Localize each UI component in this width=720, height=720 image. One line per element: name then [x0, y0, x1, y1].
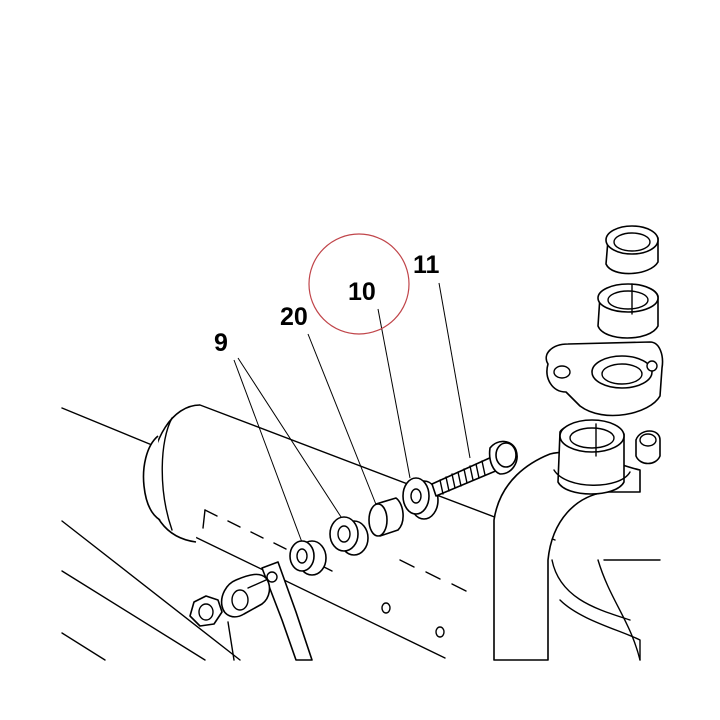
- leader-9-to-washer: [233, 359, 304, 546]
- body-hole-2: [435, 626, 445, 638]
- part-label-11: 11: [413, 251, 440, 279]
- mounting-bracket: [227, 561, 313, 661]
- leader-lines: [233, 282, 471, 546]
- bolt-part-11: [431, 440, 518, 497]
- pipe-assembly: [493, 225, 664, 661]
- body-hole-1: [381, 602, 391, 614]
- part-label-10: 10: [348, 278, 376, 306]
- part-label-9: 9: [214, 329, 228, 357]
- leader-20: [307, 333, 378, 508]
- spacer-part-20: [368, 497, 404, 537]
- cylinder-end-cap: [142, 404, 201, 543]
- washer-part-10: [402, 477, 439, 520]
- part-label-20: 20: [280, 303, 308, 331]
- bushing-part-9: [329, 516, 369, 556]
- bracket-hole: [266, 571, 278, 583]
- leader-10: [377, 308, 411, 479]
- flanged-bushing: [220, 573, 271, 618]
- washer-part-9: [289, 540, 327, 576]
- highlight-circle: [308, 233, 410, 335]
- housing-lines: [61, 404, 556, 661]
- leader-11: [438, 282, 471, 459]
- hex-nut: [189, 595, 223, 627]
